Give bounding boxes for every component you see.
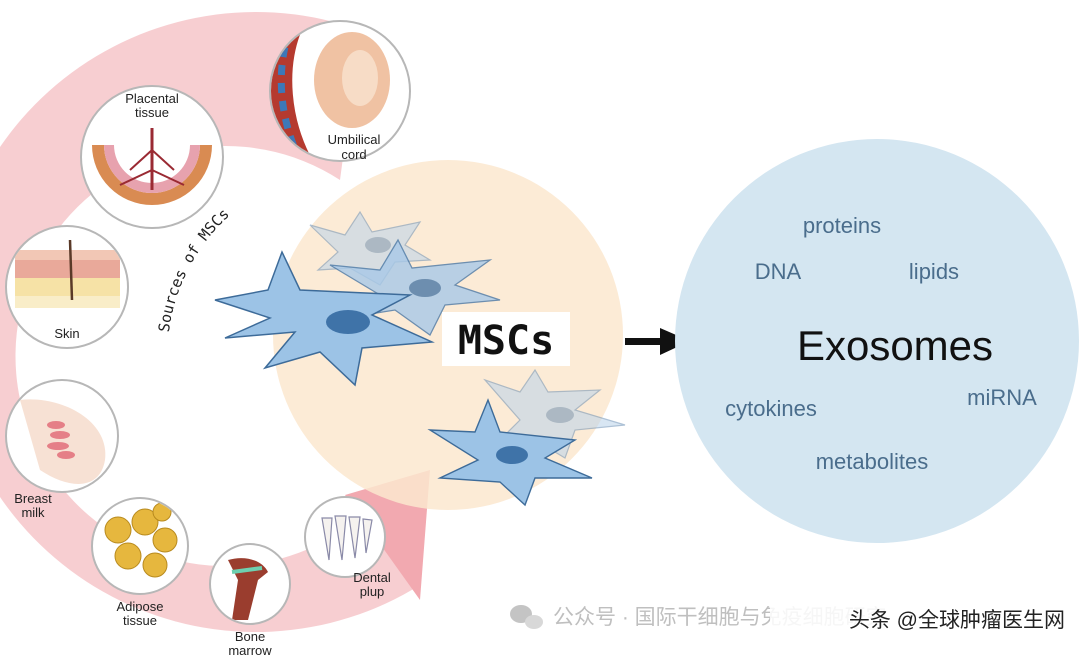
source-label-line: Dental bbox=[353, 570, 391, 585]
source-label-line: milk bbox=[21, 505, 45, 520]
exosome-content-item: proteins bbox=[803, 213, 881, 238]
adipocytes-icon bbox=[104, 502, 178, 578]
source-dental-pulp: Dental plup bbox=[304, 496, 391, 599]
source-label-line: Breast bbox=[14, 491, 52, 506]
source-skin: Skin bbox=[5, 225, 129, 349]
source-label-line: Skin bbox=[54, 326, 79, 341]
exosome-circle bbox=[675, 139, 1079, 543]
bone-icon bbox=[228, 558, 268, 620]
teeth-icon bbox=[321, 515, 373, 561]
source-label-line: plup bbox=[360, 584, 385, 599]
exosome-content-item: lipids bbox=[909, 259, 959, 284]
wechat-icon bbox=[510, 605, 543, 629]
source-breast-milk: Breast milk bbox=[5, 379, 119, 520]
exosome-content-item: cytokines bbox=[725, 396, 817, 421]
source-label-line: tissue bbox=[135, 105, 169, 120]
source-label-line: Adipose bbox=[117, 599, 164, 614]
source-label-line: Umbilical bbox=[328, 132, 381, 147]
arrow-icon bbox=[625, 328, 690, 355]
exosome-title: Exosomes bbox=[797, 322, 993, 369]
source-bone-marrow: Bone marrow bbox=[209, 543, 291, 658]
placenta-icon bbox=[92, 128, 212, 205]
source-label-line: Bone bbox=[235, 629, 265, 644]
source-label-line: marrow bbox=[228, 643, 272, 658]
breast-gland-icon bbox=[20, 399, 106, 484]
toutiao-watermark: 头条 @全球肿瘤医生网 bbox=[770, 600, 1070, 636]
skin-layers-icon bbox=[15, 239, 120, 308]
source-label-line: cord bbox=[341, 147, 366, 162]
msc-cell bbox=[214, 250, 435, 387]
source-label-line: tissue bbox=[123, 613, 157, 628]
source-placental-tissue: Placental tissue bbox=[80, 85, 224, 229]
msc-cell bbox=[427, 398, 593, 507]
msc-label-background bbox=[442, 312, 570, 366]
exosome-content-item: DNA bbox=[755, 259, 802, 284]
msc-label: MSCs bbox=[458, 318, 554, 364]
msc-cell-cluster bbox=[214, 210, 626, 507]
exosome-content-item: metabolites bbox=[816, 449, 929, 474]
source-umbilical-cord: Umbilical cord bbox=[269, 20, 411, 162]
toutiao-watermark-text: 头条 @全球肿瘤医生网 bbox=[849, 609, 1065, 632]
source-label-line: Placental bbox=[125, 91, 179, 106]
exosome-content-item: miRNA bbox=[967, 385, 1037, 410]
source-adipose-tissue: Adipose tissue bbox=[91, 497, 189, 628]
